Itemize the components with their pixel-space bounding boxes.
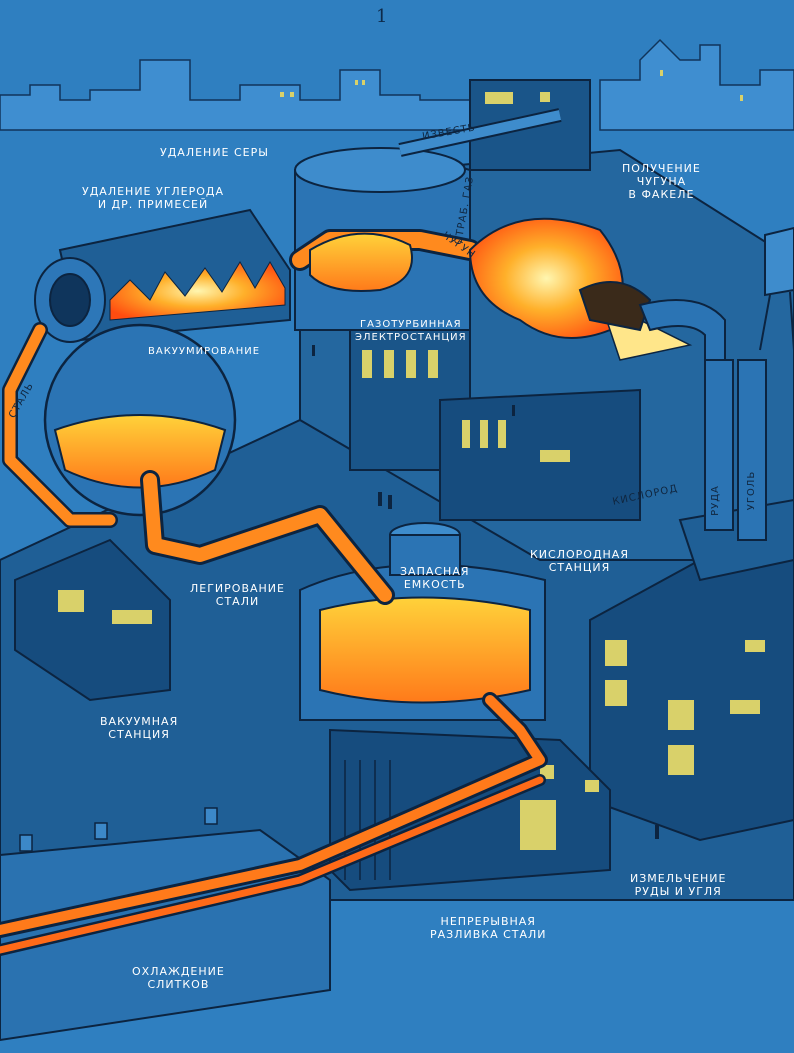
label-ingot-cooling: ОХЛАЖДЕНИЕ СЛИТКОВ (132, 965, 225, 991)
page-number: 1 (376, 6, 388, 27)
oxygen-ore-stacks (638, 299, 767, 541)
label-vacuum-station: ВАКУУМНАЯ СТАНЦИЯ (100, 715, 179, 741)
vacuum-station-building (14, 538, 171, 702)
label-steel-alloying: ЛЕГИРОВАНИЕ СТАЛИ (190, 582, 285, 608)
city-skyline (0, 38, 794, 131)
label-reserve-tank: ЗАПАСНАЯ ЕМКОСТЬ (400, 565, 470, 591)
label-continuous-casting: НЕПРЕРЫВНАЯ РАЗЛИВКА СТАЛИ (430, 915, 547, 941)
reserve-tank (299, 522, 546, 721)
label-gas-turbine-plant: ГАЗОТУРБИННАЯ ЭЛЕКТРОСТАНЦИЯ (355, 319, 467, 343)
torch-flame (468, 217, 693, 361)
label-sulfur-removal: УДАЛЕНИЕ СЕРЫ (160, 146, 269, 159)
gas-turbine-building (349, 318, 641, 521)
label-iron-in-torch: ПОЛУЧЕНИЕ ЧУГУНА В ФАКЕЛЕ (622, 162, 701, 201)
workers (312, 345, 659, 839)
sulfur-molten-chamber (309, 232, 413, 292)
pipe-label-ore: РУДА (709, 485, 721, 516)
water-tower (759, 226, 794, 351)
label-oxygen-station: КИСЛОРОДНАЯ СТАНЦИЯ (530, 548, 629, 574)
pipe-label-coal: УГОЛЬ (746, 470, 758, 511)
vacuum-sphere (43, 323, 237, 517)
label-ore-coal-grinding: ИЗМЕЛЬЧЕНИЕ РУДЫ И УГЛЯ (630, 872, 727, 898)
lime-bunker (398, 79, 591, 171)
decarb-flames (109, 260, 286, 321)
label-carbon-removal: УДАЛЕНИЕ УГЛЕРОДА И ДР. ПРИМЕСЕЙ (82, 185, 225, 211)
label-vacuumizing: ВАКУУМИРОВАНИЕ (148, 346, 261, 357)
